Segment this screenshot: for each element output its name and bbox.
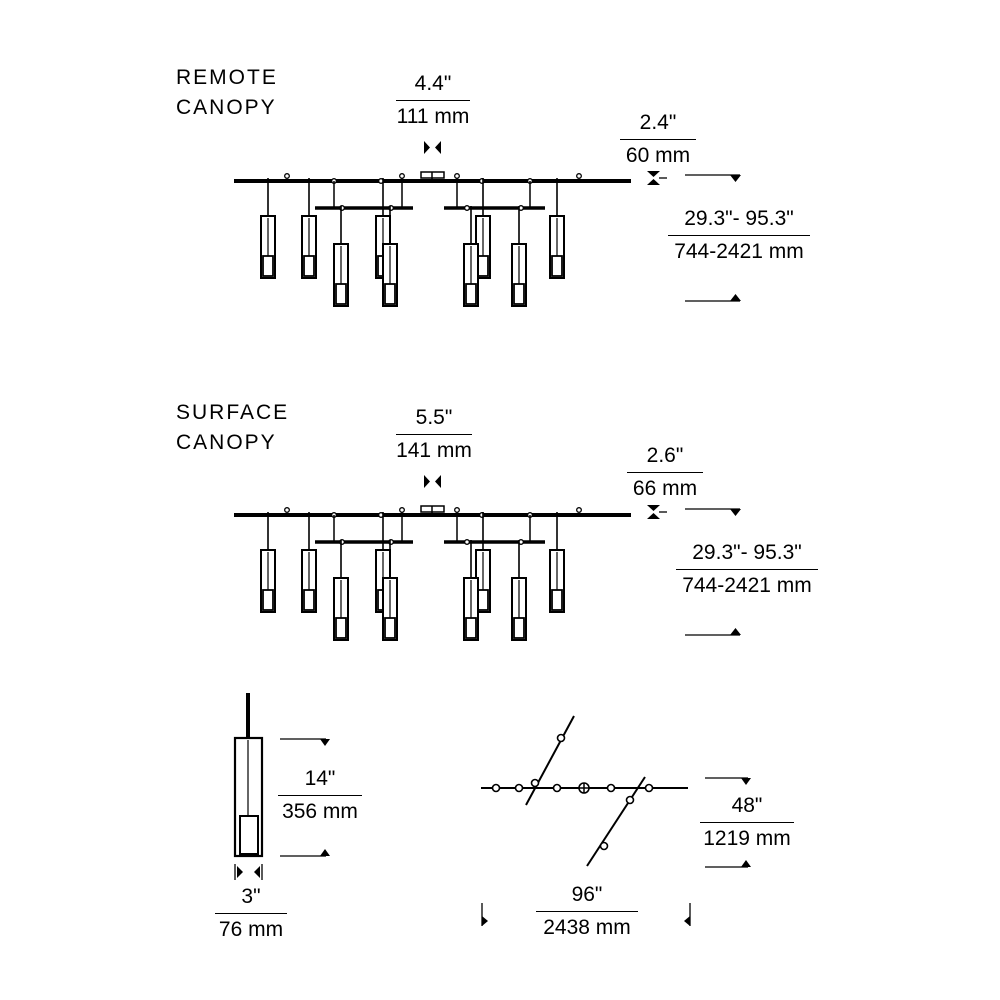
plan-width-metric: 2438 mm: [543, 916, 631, 939]
remote-canopy-height-metric: 60 mm: [625, 144, 691, 167]
pendant-width-dim: 3" 76 mm: [215, 884, 287, 943]
pendant-width-imperial: 3": [215, 884, 287, 914]
plan-depth-imperial: 48": [700, 793, 794, 823]
plan-view: [481, 715, 751, 926]
plan-depth-dim: 48" 1219 mm: [700, 793, 794, 852]
remote-title-line1: REMOTE: [176, 66, 278, 89]
remote-overall-height-imperial: 29.3"- 95.3": [668, 206, 810, 236]
pendant-height-dim: 14" 356 mm: [278, 766, 362, 825]
pendant-height-imperial: 14": [278, 766, 362, 796]
surface-canopy-height-imperial: 2.6": [627, 443, 703, 473]
surface-canopy-width-dim: 5.5" 141 mm: [396, 405, 472, 464]
surface-canopy-title: SURFACE CANOPY: [176, 398, 289, 458]
remote-canopy-width-imperial: 4.4": [396, 71, 470, 101]
surface-canopy-height-metric: 66 mm: [632, 477, 698, 500]
plan-depth-metric: 1219 mm: [703, 827, 791, 850]
remote-overall-height-dim: 29.3"- 95.3" 744-2421 mm: [668, 206, 810, 265]
plan-width-dim: 96" 2438 mm: [536, 882, 638, 941]
remote-canopy-width-metric: 111 mm: [396, 105, 470, 128]
pendant-height-metric: 356 mm: [282, 800, 358, 823]
surface-overall-height-dim: 29.3"- 95.3" 744-2421 mm: [676, 540, 818, 599]
pendant-detail: [233, 693, 330, 880]
plan-width-imperial: 96": [536, 882, 638, 912]
remote-canopy-title: REMOTE CANOPY: [176, 63, 278, 123]
surface-canopy-width-metric: 141 mm: [396, 439, 472, 462]
remote-overall-height-metric: 744-2421 mm: [674, 240, 804, 263]
remote-title-line2: CANOPY: [176, 96, 277, 119]
surface-title-line1: SURFACE: [176, 401, 290, 424]
surface-title-line2: CANOPY: [176, 431, 277, 454]
pendant-width-metric: 76 mm: [218, 918, 284, 941]
surface-canopy-width-imperial: 5.5": [396, 405, 472, 435]
remote-canopy-width-dim: 4.4" 111 mm: [396, 71, 470, 130]
surface-overall-height-imperial: 29.3"- 95.3": [676, 540, 818, 570]
remote-canopy-height-dim: 2.4" 60 mm: [620, 110, 696, 169]
surface-canopy-height-dim: 2.6" 66 mm: [627, 443, 703, 502]
remote-canopy-height-imperial: 2.4": [620, 110, 696, 140]
surface-overall-height-metric: 744-2421 mm: [682, 574, 812, 597]
